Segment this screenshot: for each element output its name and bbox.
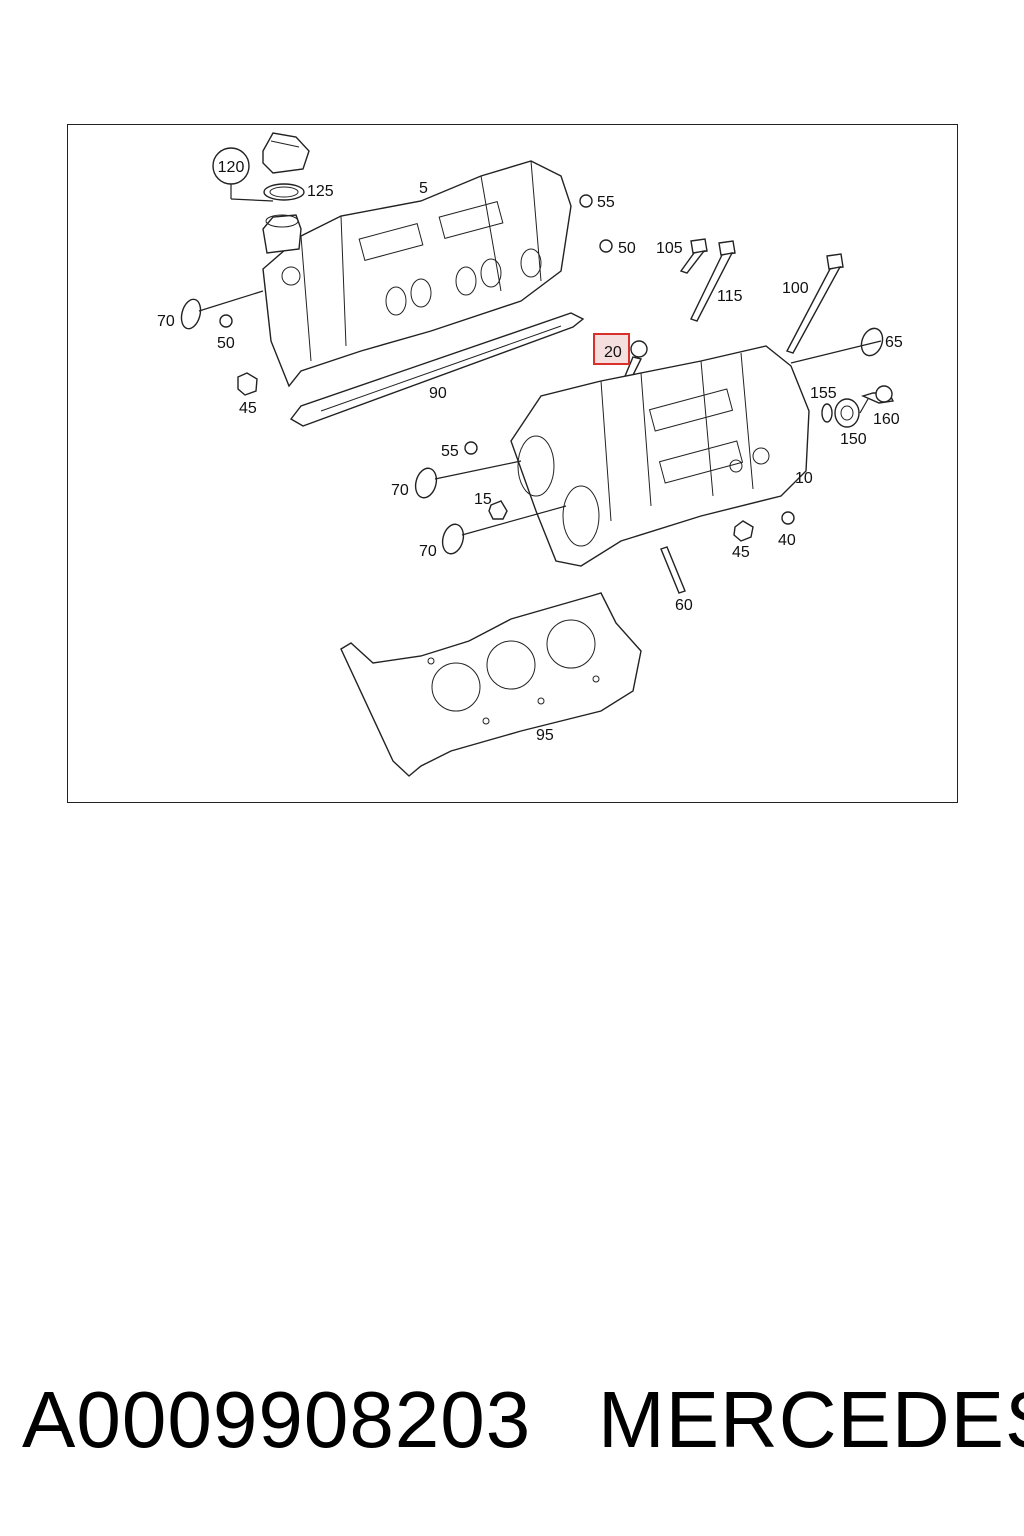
callout-70-lower[interactable]: 70 xyxy=(419,543,437,560)
parts-diagram-frame: 120 125 5 55 50 105 115 100 65 70 50 20 … xyxy=(67,124,958,803)
callout-90[interactable]: 90 xyxy=(429,385,447,402)
plug-45-left xyxy=(237,372,258,396)
stud-60 xyxy=(660,546,686,594)
sleeve-15 xyxy=(488,500,508,520)
callout-10[interactable]: 10 xyxy=(795,470,813,487)
callout-5[interactable]: 5 xyxy=(419,180,428,197)
cylinder-head-left xyxy=(262,160,572,388)
bolt-100 xyxy=(785,253,844,354)
callout-155[interactable]: 155 xyxy=(810,385,837,402)
callout-105[interactable]: 105 xyxy=(656,240,683,257)
head-gasket-95 xyxy=(340,592,642,777)
callout-70-middle[interactable]: 70 xyxy=(391,482,409,499)
washer-155 xyxy=(821,403,833,423)
bolt-105 xyxy=(679,238,708,274)
seal-65 xyxy=(860,327,884,357)
callout-125[interactable]: 125 xyxy=(307,183,334,200)
callout-160[interactable]: 160 xyxy=(873,411,900,428)
exploded-parts-diagram: 120 125 5 55 50 105 115 100 65 70 50 20 … xyxy=(157,132,903,777)
callout-115[interactable]: 115 xyxy=(717,288,743,305)
callout-100[interactable]: 100 xyxy=(782,280,809,297)
callout-50-upper[interactable]: 50 xyxy=(618,240,636,257)
part-number: A0009908203 xyxy=(22,1375,532,1464)
seal-70-middle xyxy=(414,467,438,499)
bolt-160 xyxy=(860,385,895,404)
seal-70-lower xyxy=(441,523,465,555)
callout-120[interactable]: 120 xyxy=(218,159,245,176)
highlight-box-20[interactable] xyxy=(593,333,630,365)
callout-15[interactable]: 15 xyxy=(474,491,492,508)
oil-filler-cap xyxy=(262,132,310,174)
seal-70-upper xyxy=(180,298,202,330)
footer-caption: A0009908203 MERCEDES xyxy=(0,1370,1024,1470)
leader-lines xyxy=(198,183,882,536)
plug-40 xyxy=(781,511,795,525)
plug-55-lower xyxy=(464,441,478,455)
plug-150 xyxy=(834,398,860,428)
callout-40[interactable]: 40 xyxy=(778,532,796,549)
callout-95[interactable]: 95 xyxy=(536,727,554,744)
callout-120-circle xyxy=(212,147,250,185)
callout-20[interactable]: 20 xyxy=(604,344,622,361)
callout-65[interactable]: 65 xyxy=(885,334,903,351)
callout-55-lower[interactable]: 55 xyxy=(441,443,459,460)
plug-50-left xyxy=(219,314,233,328)
plug-55-upper xyxy=(579,194,593,208)
callout-70-upper[interactable]: 70 xyxy=(157,313,175,330)
callout-45-left[interactable]: 45 xyxy=(239,400,257,417)
callout-150[interactable]: 150 xyxy=(840,431,867,448)
callout-50-left[interactable]: 50 xyxy=(217,335,235,352)
callout-45-lower[interactable]: 45 xyxy=(732,544,750,561)
bolt-115 xyxy=(690,240,736,322)
plug-50-upper xyxy=(599,239,613,253)
callout-55-upper[interactable]: 55 xyxy=(597,194,615,211)
callout-60[interactable]: 60 xyxy=(675,597,693,614)
brand-name: MERCEDES xyxy=(598,1375,1024,1464)
plug-45-lower xyxy=(733,520,754,542)
cylinder-head-right xyxy=(510,345,810,567)
